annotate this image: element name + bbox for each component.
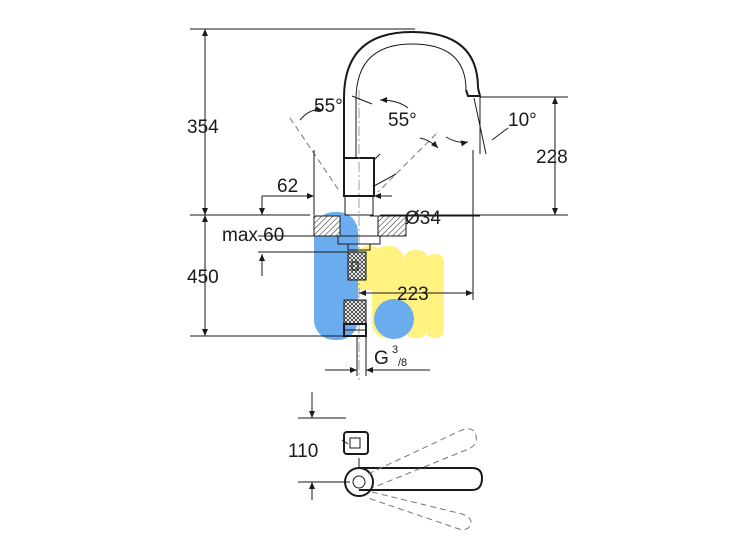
- dimension-450-label: 450: [187, 267, 219, 288]
- angle-tilt-label: 10°: [508, 110, 537, 131]
- dimension-max60: max.60: [222, 196, 348, 276]
- angle-left-label: 55°: [314, 96, 343, 117]
- dimension-223-label: 223: [397, 284, 429, 305]
- dimension-110-label: 110: [288, 441, 318, 462]
- dimension-223: 223: [359, 150, 474, 305]
- dimension-354: 354: [187, 28, 415, 216]
- watermark-yellow-bar-3: [426, 254, 444, 338]
- thread-g-label: G: [374, 348, 389, 369]
- countertop-section: [258, 215, 407, 251]
- dimension-354-label: 354: [187, 117, 219, 138]
- dimension-450: 450: [187, 215, 345, 337]
- thread-den-label: /8: [398, 357, 407, 369]
- dimension-228: 228: [380, 96, 568, 216]
- thread-annotation: G 3 /8: [325, 344, 430, 373]
- dimension-diameter: Ø34: [370, 208, 480, 229]
- spout-tilt-annotation: 10°: [445, 96, 537, 155]
- angle-right-label: 55°: [388, 110, 417, 131]
- lever-angle-annotation: 55° 55°: [289, 95, 439, 193]
- faucet-plan-view: 110: [288, 392, 484, 531]
- dimension-max60-label: max.60: [222, 225, 284, 246]
- thread-num-label: 3: [392, 344, 398, 356]
- faucet-side-view: [343, 30, 482, 380]
- dimension-228-label: 228: [536, 147, 568, 168]
- watermark-blue-dot: [374, 299, 414, 339]
- dimension-62-label: 62: [277, 176, 298, 197]
- supply-hoses: [343, 251, 367, 376]
- dimension-diameter-label: Ø34: [405, 208, 441, 229]
- dimension-62: 62: [262, 150, 392, 215]
